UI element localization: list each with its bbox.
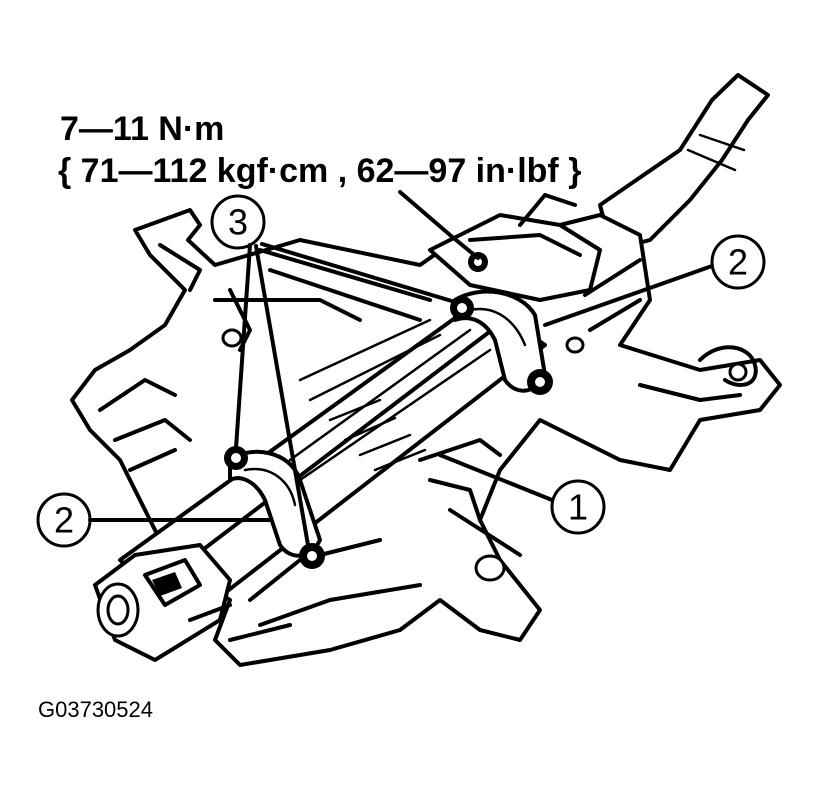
clamp-nuts	[224, 252, 553, 569]
callout-3-label: 3	[228, 202, 248, 243]
callout-2-left: 2	[36, 492, 272, 548]
callout-1-label: 1	[568, 487, 588, 528]
figure-id: G03730524	[38, 697, 153, 722]
tilt-lever	[598, 73, 770, 252]
torque-spec-line-1: 7—11 N·m	[60, 110, 224, 148]
steering-column-illustration	[70, 73, 782, 667]
callout-2-left-label: 2	[54, 500, 74, 541]
callout-3: 3	[210, 194, 457, 547]
callout-1: 1	[438, 453, 606, 535]
torque-spec-line-2: { 71—112 kgf·cm , 62—97 in·lbf }	[58, 152, 581, 190]
callout-2-upper-label: 2	[728, 242, 748, 283]
callout-2-upper: 2	[543, 234, 766, 327]
